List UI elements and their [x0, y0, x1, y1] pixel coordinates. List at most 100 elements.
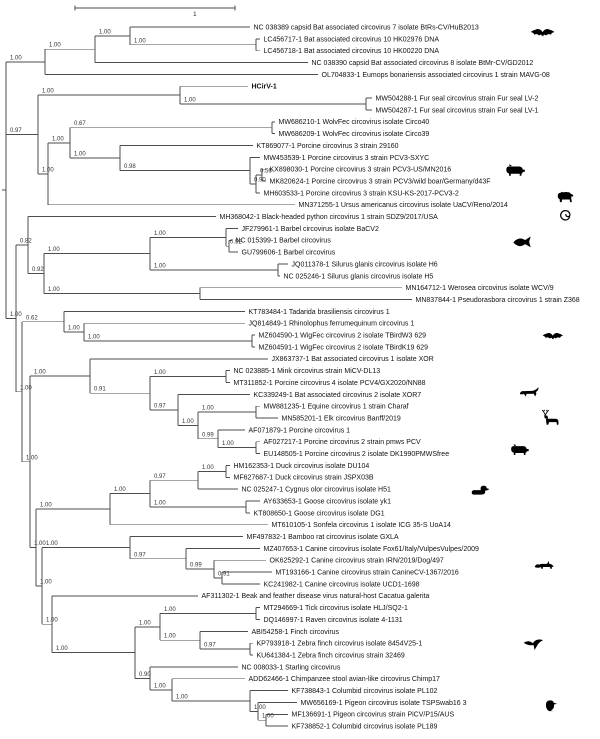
taxon-label: MW453539-1 Porcine circovirus 3 strain P…	[264, 155, 430, 162]
taxon-label: OL704833-1 Eumops bonariensis associated…	[322, 72, 550, 79]
taxon-label: MN164712-1 Werosea circovirus isolate WC…	[406, 285, 554, 292]
support-value: 0.97	[134, 552, 146, 558]
snake-icon	[560, 209, 571, 221]
support-value: 1.00	[222, 441, 234, 447]
taxon-label: MW504287-1 Fur seal circovirus strain Fu…	[376, 107, 539, 114]
support-value: 0.82	[20, 239, 32, 245]
taxon-label: MH603533-1 Porcine circovirus 3 strain K…	[264, 190, 459, 197]
taxon-label: AY633653-1 Goose circovirus isolate yk1	[264, 498, 392, 505]
support-value: 1.00	[26, 455, 38, 461]
support-value: 1.00	[154, 683, 166, 689]
support-value: 0.98	[124, 164, 136, 170]
taxon-label: MW686209-1 WolvFec circovirus isolate Ci…	[279, 131, 430, 138]
taxon-label: DQ146997-1 Raven circovirus isolate 4-11…	[264, 617, 403, 624]
support-value: 0.67	[74, 121, 86, 127]
support-value: 1.00	[184, 98, 196, 104]
taxon-label: HCirV-1	[252, 84, 277, 91]
support-value: 1.00	[154, 500, 166, 506]
support-value: 1.00	[10, 55, 22, 61]
taxon-label: AF311302-1 Beak and feather disease viru…	[202, 593, 430, 600]
support-value: 1.00	[202, 406, 214, 412]
taxon-label: EU148505-1 Porcine circovirus 2 isolate …	[264, 451, 450, 458]
taxon-label: KT869077-1 Porcine circovirus 3 strain 2…	[257, 143, 399, 150]
scale-bar-label: 1	[193, 11, 197, 18]
taxon-label: KC339249-1 Bat associated circovirus 2 i…	[254, 392, 422, 399]
support-value: 0.56	[260, 169, 272, 175]
pigeon-icon	[544, 700, 558, 712]
taxon-label: MT610105-1 Sonfela circovirus 1 isolate …	[272, 522, 451, 529]
support-value: 1.00	[42, 167, 54, 173]
taxon-label: JX863737-1 Bat associated circovirus 1 i…	[272, 356, 434, 363]
support-value: 1.00	[74, 152, 86, 158]
support-value: 1.00	[164, 634, 176, 640]
mink-icon	[519, 387, 539, 397]
bat-icon	[530, 29, 555, 37]
support-value: 0.97	[154, 403, 166, 409]
support-value: 1.00	[99, 29, 111, 35]
support-value: 0.97	[154, 474, 166, 480]
taxon-label: MN371255-1 Ursus americanus circovirus i…	[299, 202, 508, 209]
taxon-label: OK625292-1 Canine circovirus strain IRN/…	[270, 558, 444, 565]
taxon-label: AF027217-1 Porcine circovirus 2 strain p…	[264, 439, 422, 446]
bear-icon	[557, 191, 574, 203]
taxon-label: MF627687-1 Duck circovirus strain JSPX03…	[234, 475, 374, 482]
support-value: 0.99	[202, 432, 214, 438]
support-value: 1.00	[182, 419, 194, 425]
taxon-label: HM162353-1 Duck circovirus isolate DU104	[234, 463, 370, 470]
support-value: 1.00	[20, 385, 32, 391]
support-value: 1.00	[34, 370, 46, 376]
support-value: 1.00	[40, 579, 52, 585]
support-value: 1.00	[52, 136, 64, 142]
fish-icon	[513, 236, 531, 248]
pig-icon-2	[511, 444, 529, 455]
support-value: 1.00	[34, 541, 46, 547]
taxon-label: MW504288-1 Fur seal circovirus strain Fu…	[376, 96, 539, 103]
support-value: 0.91	[94, 387, 106, 393]
taxon-label: ADD62466-1 Chimpanzee stool avian-like c…	[249, 676, 441, 683]
support-value: 0.90	[139, 672, 151, 678]
taxon-label: MW881235-1 Equine circovirus 1 strain Ch…	[264, 404, 409, 411]
fox-icon	[534, 560, 554, 569]
taxon-label: NC 038389 capsid Bat associated circovir…	[254, 24, 479, 31]
taxon-label: MZ604591-1 WigFec circovirus 2 isolate T…	[259, 344, 429, 351]
support-value: 1.00	[88, 335, 100, 341]
support-value: 1.00	[154, 231, 166, 237]
taxon-label: KC241982-1 Canine circovirus isolate UCD…	[264, 581, 420, 588]
support-value: 0.92	[32, 267, 44, 273]
support-value: 0.91	[218, 572, 230, 578]
taxon-label: MF497832-1 Bamboo rat circovirus isolate…	[247, 534, 399, 541]
taxon-label: MH368042-1 Black-headed python circoviru…	[220, 214, 439, 221]
taxon-label: MF136691-1 Pigeon circovirus strain PiCV…	[292, 712, 455, 719]
taxon-label: NC 015399-1 Barbel circovirus	[236, 238, 332, 245]
taxon-label: LC456717-1 Bat associated circovirus 10 …	[264, 36, 440, 43]
support-value: 1.00	[48, 287, 60, 293]
support-value: 1.00	[46, 618, 58, 624]
taxon-label: GU799606-1 Barbel circovirus	[242, 250, 336, 257]
taxon-label: MZ407653-1 Canine circovirus isolate Fox…	[264, 546, 480, 553]
taxon-label: AF071879-1 Porcine circovirus 1	[249, 427, 351, 434]
taxon-label: KT783484-1 Tadarida brasiliensis circovi…	[249, 309, 390, 316]
taxon-label: LC456718-1 Bat associated circovirus 10 …	[264, 48, 440, 55]
support-value: 0.99	[190, 563, 202, 569]
support-value: 1.00	[164, 607, 176, 613]
support-value: 0.92	[230, 240, 242, 246]
taxon-label: JQ011378-1 Silurus glanis circovirus iso…	[292, 261, 438, 268]
support-value: 1.00	[262, 714, 274, 720]
taxon-label: MW686210-1 WolvFec circovirus isolate Ci…	[279, 119, 430, 126]
taxon-label: MT311852-1 Porcine circovirus 4 isolate …	[234, 380, 426, 387]
pig-icon	[506, 164, 525, 176]
taxon-label: MN837844-1 Pseudorasbora circovirus 1 st…	[416, 297, 580, 304]
taxon-label: NC 025247-1 Cygnus olor circovirus isola…	[242, 487, 392, 494]
support-value: 0.62	[26, 315, 38, 321]
support-value: 1.00	[10, 312, 22, 318]
duck-icon	[471, 485, 490, 495]
support-value: 1.00	[40, 503, 52, 509]
support-value: 1.00	[154, 263, 166, 269]
taxon-label: MT294669-1 Tick circovirus isolate HLJ/S…	[264, 605, 408, 612]
support-value: 0.90	[254, 178, 266, 184]
taxon-label: JQ814849-1 Rhinolophus ferrumequinum cir…	[249, 321, 415, 328]
support-value: 1.00	[46, 541, 58, 547]
taxon-label: NC 008033-1 Starling circovirus	[242, 664, 341, 671]
